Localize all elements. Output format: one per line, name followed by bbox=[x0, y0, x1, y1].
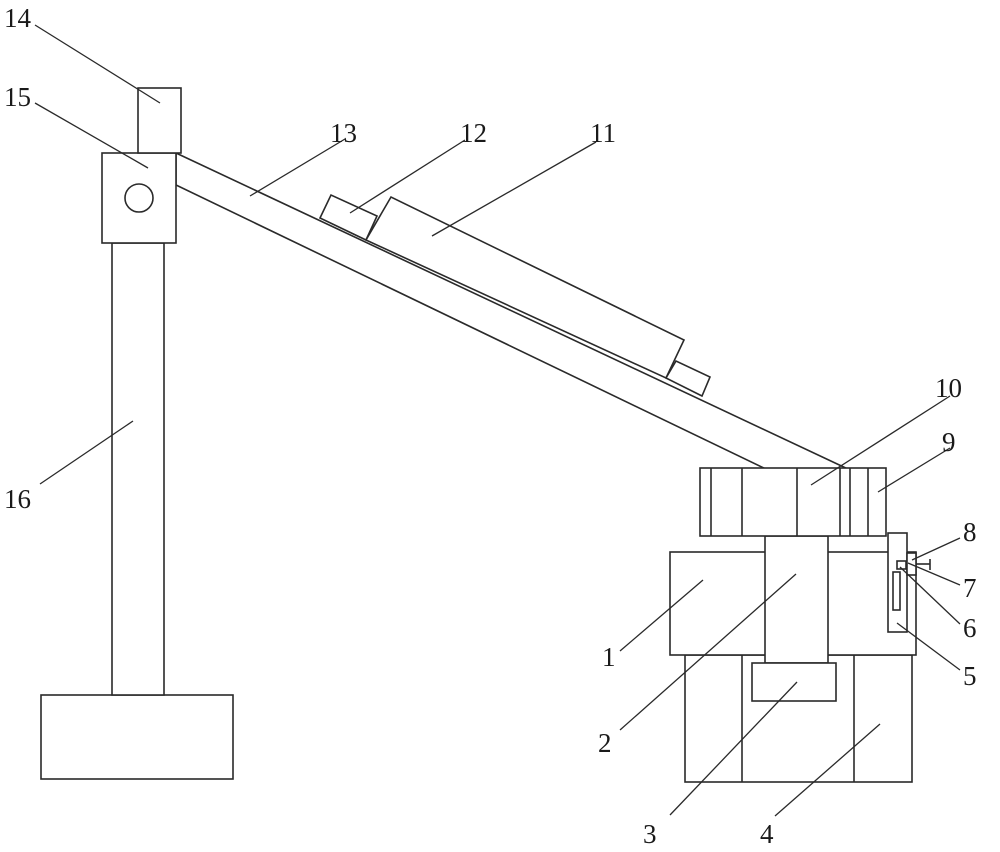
label-3: 3 bbox=[643, 819, 657, 849]
top-cap bbox=[137, 87, 182, 154]
label-14: 14 bbox=[4, 3, 32, 33]
leader-4 bbox=[774, 723, 881, 817]
column-base bbox=[40, 694, 234, 780]
vertical-column bbox=[111, 242, 165, 696]
joint-block bbox=[101, 152, 177, 244]
label-12: 12 bbox=[460, 118, 487, 148]
bracket-slot bbox=[892, 571, 901, 611]
label-15: 15 bbox=[4, 82, 31, 112]
label-16: 16 bbox=[4, 484, 31, 514]
arm-large-block bbox=[364, 195, 686, 380]
label-13: 13 bbox=[330, 118, 357, 148]
leader-10 bbox=[810, 395, 951, 486]
leader-16 bbox=[39, 420, 134, 485]
leader-13 bbox=[249, 138, 346, 197]
label-5: 5 bbox=[963, 661, 977, 691]
leader-6 bbox=[899, 566, 961, 625]
leader-15 bbox=[34, 102, 149, 169]
leader-12 bbox=[349, 139, 466, 214]
label-6: 6 bbox=[963, 613, 977, 643]
joint-pin-icon bbox=[124, 183, 154, 213]
top-disc bbox=[699, 467, 887, 537]
leader-8 bbox=[911, 537, 961, 561]
inclined-arm bbox=[175, 151, 851, 471]
arm-end-block bbox=[664, 359, 712, 398]
leader-14 bbox=[34, 24, 161, 104]
central-shaft bbox=[764, 535, 829, 664]
label-11: 11 bbox=[590, 118, 616, 148]
label-10: 10 bbox=[935, 373, 962, 403]
label-8: 8 bbox=[963, 517, 977, 547]
label-2: 2 bbox=[598, 728, 612, 758]
arm-small-block bbox=[318, 193, 379, 242]
leader-5 bbox=[896, 622, 961, 671]
leader-1 bbox=[619, 579, 704, 652]
leader-2 bbox=[619, 573, 797, 731]
leader-3 bbox=[669, 681, 798, 816]
leader-11 bbox=[431, 141, 597, 237]
leader-9 bbox=[877, 447, 951, 493]
label-1: 1 bbox=[602, 642, 616, 672]
label-9: 9 bbox=[942, 427, 956, 457]
leader-7 bbox=[907, 562, 961, 586]
label-4: 4 bbox=[760, 819, 774, 849]
bottom-block bbox=[751, 662, 837, 702]
label-7: 7 bbox=[963, 573, 977, 603]
